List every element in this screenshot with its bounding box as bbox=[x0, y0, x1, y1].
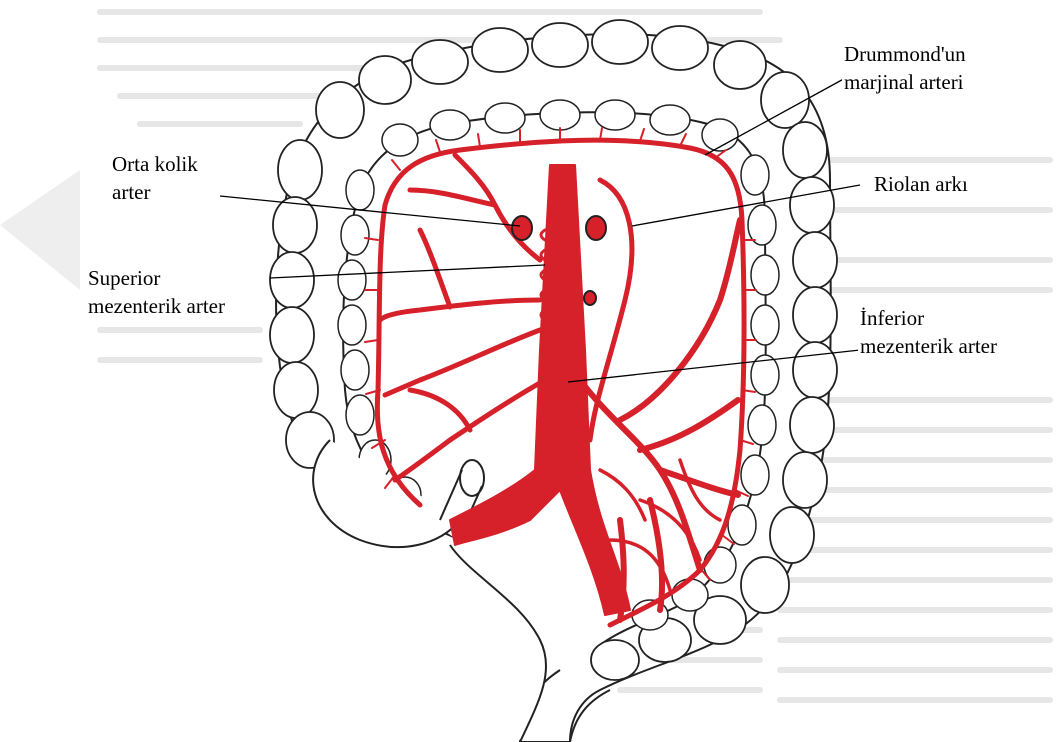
label-inferior-mezenterik-arter: İnferior mezenterik arter bbox=[858, 304, 999, 360]
label-riolan-arki: Riolan arkı bbox=[872, 170, 970, 198]
corner-fold-shadow bbox=[0, 170, 80, 290]
label-orta-kolik-arter: Orta kolik arter bbox=[110, 150, 200, 206]
label-drummond-marjinal-arteri: Drummond'un marjinal arteri bbox=[842, 40, 968, 96]
label-superior-mezenterik-arter: Superior mezenterik arter bbox=[86, 264, 227, 320]
